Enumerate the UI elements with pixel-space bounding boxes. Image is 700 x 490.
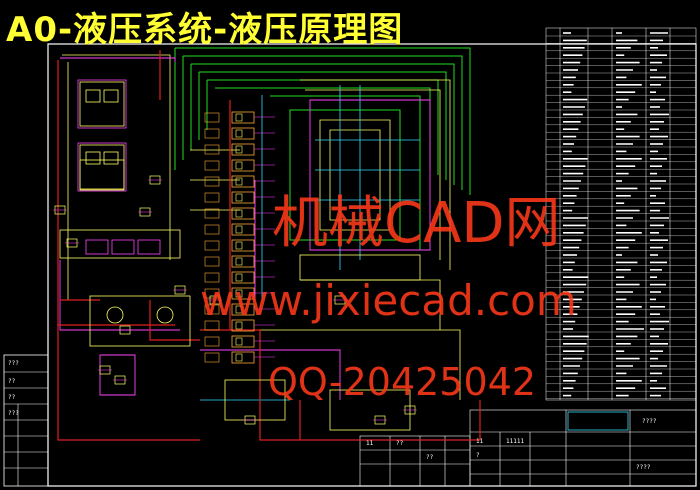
- title-cell-1: 11: [476, 438, 484, 445]
- valve-stack-spool: [235, 225, 243, 234]
- margin-label-2: ??: [8, 378, 16, 385]
- valve-stack-block: [231, 191, 255, 204]
- valve-stack-solenoid: [204, 240, 220, 251]
- valve-stack-solenoid: [204, 352, 220, 363]
- valve-stack-block: [231, 127, 255, 140]
- margin-label-4: ???: [8, 410, 19, 417]
- valve-stack-solenoid: [204, 128, 220, 139]
- valve-stack-block: [231, 271, 255, 284]
- title-cell-3: ????: [642, 418, 657, 425]
- left-valve-accents: [77, 79, 127, 192]
- valve-stack-block: [231, 335, 255, 348]
- margin-label-3: ??: [8, 394, 16, 401]
- valve-stack-solenoid: [204, 192, 220, 203]
- valve-stack-spool: [235, 177, 243, 186]
- valve-stack-spool: [235, 193, 243, 202]
- valve-stack-spool: [235, 337, 243, 346]
- valve-stack-solenoid: [204, 272, 220, 283]
- valve-stack-spool: [235, 129, 243, 138]
- valve-stack-spool: [235, 145, 243, 154]
- left-valve-blocks: [79, 81, 125, 191]
- title-cell-2: 11111: [506, 438, 525, 445]
- valve-stack-spool: [235, 321, 243, 330]
- left-margin-lines: [4, 371, 48, 486]
- valve-stack-spool: [235, 289, 243, 298]
- valve-stack-block: [231, 303, 255, 316]
- valve-stack-solenoid: [204, 256, 220, 267]
- pump-unit: [59, 229, 191, 347]
- valve-stack-solenoid: [204, 320, 220, 331]
- title-cell-6: ??: [396, 440, 404, 447]
- title-block-cyan-note: [567, 411, 629, 431]
- title-block: [359, 409, 697, 487]
- valve-stack-spool: [235, 209, 243, 218]
- green-pipe-network: [174, 47, 471, 250]
- parts-list-rows: [546, 32, 696, 399]
- valve-stack-solenoid: [204, 144, 220, 155]
- watermark-url: www.jixiecad.com: [200, 276, 577, 325]
- red-pipe-network: [57, 50, 481, 441]
- valve-stack-solenoid: [204, 336, 220, 347]
- magenta-pipe-network: [59, 57, 431, 400]
- valve-stack-spool: [235, 241, 243, 250]
- left-margin-strip: [3, 354, 49, 487]
- valve-stack-column: [204, 111, 275, 364]
- drawing-title: A0-液压系统-液压原理图: [6, 10, 404, 50]
- valve-stack-spool: [235, 113, 243, 122]
- valve-stack-solenoid: [204, 288, 220, 299]
- valve-stack-spool: [235, 257, 243, 266]
- valve-stack-block: [231, 351, 255, 364]
- title-cell-5: 11: [366, 440, 374, 447]
- pump-accents: [85, 239, 161, 255]
- valve-stack-block: [231, 239, 255, 252]
- cyan-pipe-network: [200, 85, 420, 401]
- valve-stack-solenoid: [204, 208, 220, 219]
- valve-stack-block: [231, 223, 255, 236]
- valve-stack-block: [231, 111, 255, 124]
- title-cell-7: ??: [426, 454, 434, 461]
- valve-stack-spool: [235, 161, 243, 170]
- valve-stack-solenoid: [204, 224, 220, 235]
- margin-label-1: ???: [8, 360, 19, 367]
- valve-stack-block: [231, 287, 255, 300]
- valve-stack-block: [231, 207, 255, 220]
- watermark-site-name: 机械CAD网: [272, 191, 561, 256]
- valve-stack-block: [231, 175, 255, 188]
- valve-stack-spool: [235, 305, 243, 314]
- valve-stack-spool: [235, 353, 243, 362]
- valve-stack-solenoid: [204, 160, 220, 171]
- valve-stack-solenoid: [204, 304, 220, 315]
- valve-stack-block: [231, 159, 255, 172]
- valve-stack-spool: [235, 273, 243, 282]
- title-cell-4: ????: [636, 464, 651, 471]
- valve-stack-solenoid: [204, 176, 220, 187]
- title-cell-8: ?: [476, 452, 480, 459]
- watermark-qq: QQ-20425042: [268, 360, 537, 404]
- valve-stack-block: [231, 319, 255, 332]
- parts-list-table: [545, 27, 697, 401]
- valve-stack-solenoid: [204, 112, 220, 123]
- valve-stack-block: [231, 255, 255, 268]
- component-symbols: [53, 175, 417, 425]
- valve-stack-block: [231, 143, 255, 156]
